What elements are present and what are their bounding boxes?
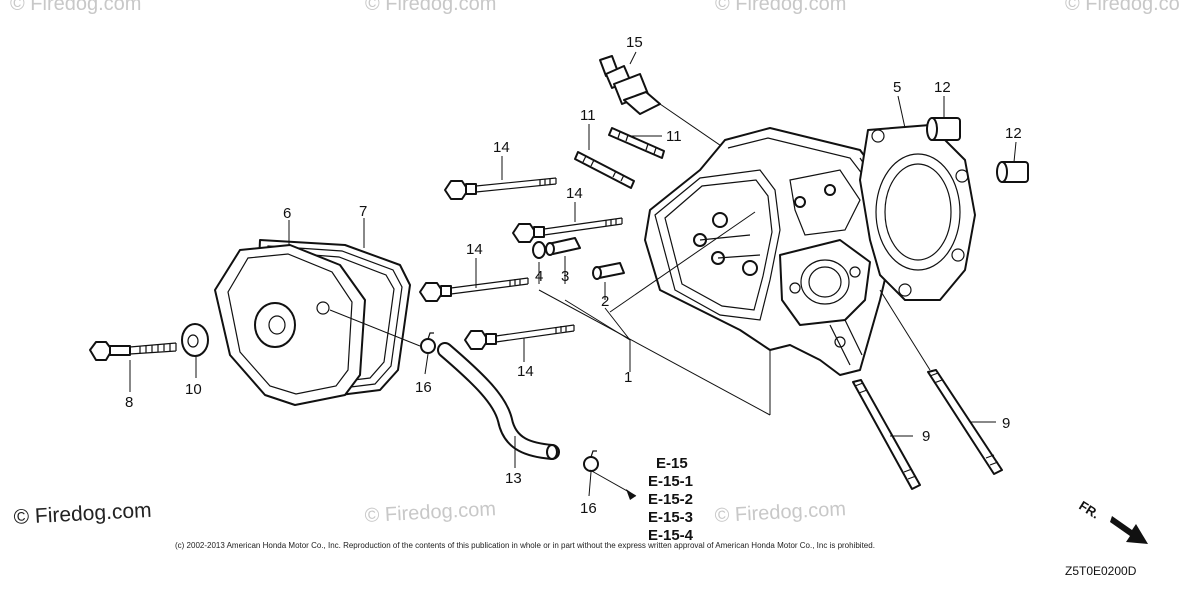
callout-9: 9	[922, 428, 930, 445]
part-13-breather-tube	[437, 342, 560, 460]
part-15-spark-plug	[599, 55, 801, 201]
reference-link[interactable]: E-15-2	[648, 491, 693, 508]
diagram-code: Z5T0E0200D	[1065, 564, 1137, 578]
callout-5: 5	[893, 79, 901, 96]
reference-list: E-15 E-15-1 E-15-2 E-15-3 E-15-4	[648, 455, 694, 544]
watermark-faint: © Firedog.com	[10, 0, 141, 15]
copyright-text: (c) 2002-2013 American Honda Motor Co., …	[175, 541, 875, 550]
leader-lines	[129, 51, 1017, 500]
reference-link[interactable]: E-15-4	[648, 527, 694, 544]
callout-1: 1	[624, 369, 632, 386]
watermark-faint: © Firedog.com	[714, 498, 846, 527]
watermark-faint: © Firedog.com	[715, 0, 846, 15]
callout-15: 15	[626, 34, 643, 51]
part-3-dowel	[545, 237, 581, 256]
watermark-main: © Firedog.com	[13, 499, 152, 529]
part-2-dowel	[592, 262, 625, 280]
front-arrow: FR.	[1076, 498, 1148, 544]
part-12-dowels	[926, 117, 1029, 183]
callout-8: 8	[125, 394, 133, 411]
callout-13: 13	[505, 470, 522, 487]
part-9-studs	[852, 369, 1003, 490]
callout-12: 12	[1005, 125, 1022, 142]
callout-11: 11	[666, 128, 682, 145]
callout-14: 14	[566, 185, 583, 202]
callout-10: 10	[185, 381, 202, 398]
callout-9: 9	[1002, 415, 1010, 432]
part-10-washer	[181, 323, 209, 357]
part-16-clip-lower	[583, 450, 599, 472]
callout-14: 14	[493, 139, 510, 156]
part-6-head-cover	[214, 244, 366, 406]
watermark-faint: © Firedog.com	[364, 498, 496, 527]
callout-12: 12	[934, 79, 951, 96]
front-label: FR.	[1076, 498, 1102, 522]
part-8-bolt	[89, 341, 177, 361]
watermark-faint: © Firedog.com	[1065, 0, 1180, 15]
reference-link[interactable]: E-15-1	[648, 473, 693, 490]
callout-4: 4	[535, 268, 543, 285]
part-1-cylinder-head	[644, 127, 893, 376]
callout-16: 16	[415, 379, 432, 396]
part-5-head-gasket	[859, 124, 976, 301]
reference-link[interactable]: E-15-3	[648, 509, 693, 526]
reference-link[interactable]: E-15	[656, 455, 688, 472]
callout-3: 3	[561, 268, 569, 285]
callout-6: 6	[283, 205, 291, 222]
callout-16: 16	[580, 500, 597, 517]
callout-7: 7	[359, 203, 367, 220]
faint-watermarks: © Firedog.com © Firedog.com © Firedog.co…	[10, 0, 1180, 527]
callout-14: 14	[517, 363, 534, 380]
part-14-bolts	[419, 177, 623, 350]
part-11-studs	[574, 127, 665, 189]
callout-2: 2	[601, 293, 609, 310]
part-16-clip-upper	[420, 332, 436, 354]
watermark-faint: © Firedog.com	[365, 0, 496, 15]
callout-14: 14	[466, 241, 483, 258]
callout-11: 11	[580, 107, 596, 124]
part-4-oring	[532, 241, 546, 259]
callouts: 15 5 12 12 11 11 14 14 14 14 6 7 4 3 2 1…	[125, 34, 1022, 517]
